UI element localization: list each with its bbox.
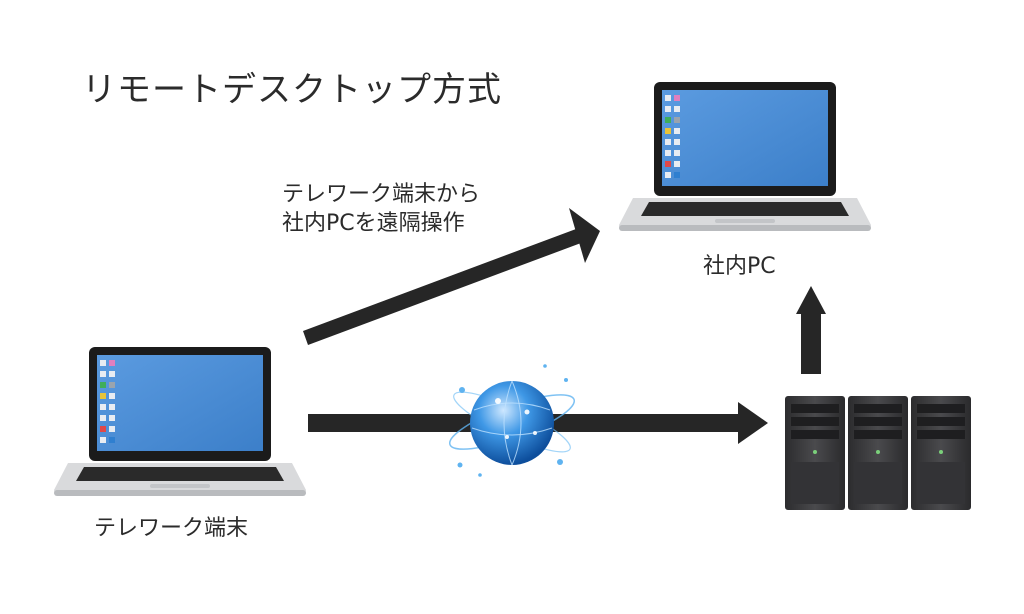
telework-laptop-icon [54,347,306,496]
arrow-caption: テレワーク端末から 社内PCを遠隔操作 [282,180,480,238]
telework-terminal-label: テレワーク端末 [94,516,249,541]
diagonal-arrow [303,208,600,345]
office-desktop-icons [665,95,680,178]
diagonal-arrow-shaft [303,229,581,345]
diagram-title: リモートデスクトップ方式 [82,70,502,110]
server-tower-2 [848,396,908,510]
vertical-arrow [796,286,826,374]
globe-icon [448,364,576,477]
office-pc-label: 社内PC [703,254,776,279]
vertical-arrow-shaft [801,312,821,374]
server-tower-3 [911,396,971,510]
server-tower-1 [785,396,845,510]
horizontal-arrow-head [738,402,768,444]
diagonal-arrow-head [569,208,600,263]
vertical-arrow-head [796,286,826,314]
telework-desktop-icons [100,360,115,443]
arrow-caption-line2: 社内PCを遠隔操作 [282,211,465,236]
arrow-caption-line1: テレワーク端末から [282,182,481,207]
office-laptop-icon [619,82,871,231]
server-towers-icon [785,396,971,510]
